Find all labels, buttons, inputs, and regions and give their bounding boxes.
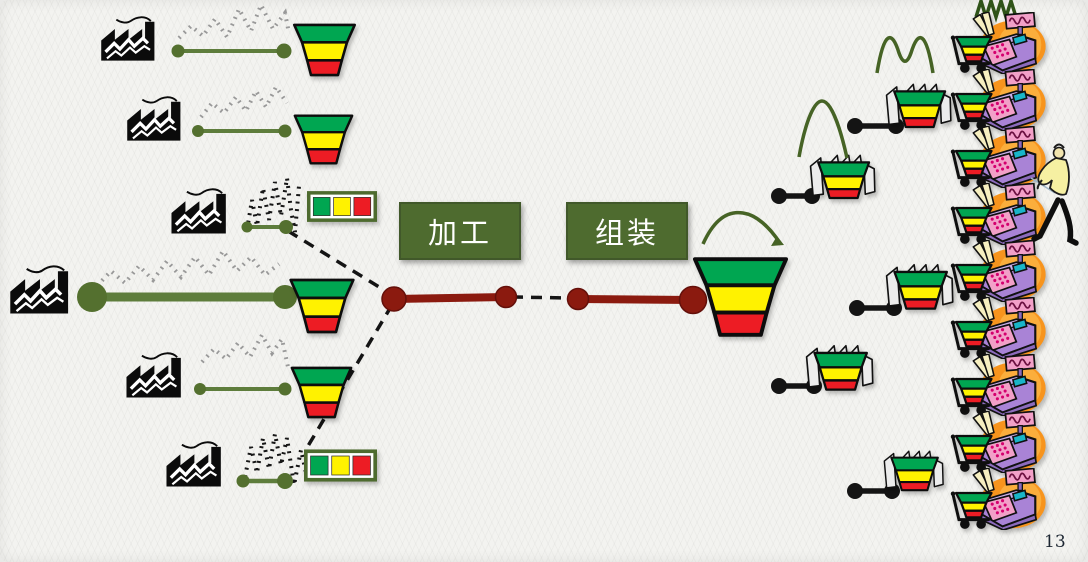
supplier-connectors	[77, 43, 297, 489]
bell-curve-arrowhead	[771, 236, 784, 246]
olive-connector-4-thick	[77, 282, 297, 312]
main-value-stream-line	[381, 285, 708, 315]
erratic-signal-zigzags	[243, 177, 309, 486]
olive-connector-3	[241, 220, 293, 234]
customer-unit	[951, 297, 1046, 359]
olive-connector-5	[194, 382, 292, 396]
warehouse-funnel-icon	[885, 83, 952, 129]
factory-icon	[169, 188, 228, 235]
customer-unit	[951, 354, 1046, 416]
warehouse-funnel-icon	[809, 154, 877, 200]
warehouse-funnel-icon	[805, 344, 875, 391]
customer-unit	[951, 12, 1046, 74]
customer-unit	[951, 411, 1046, 473]
dashed-link-main-line	[511, 295, 573, 300]
distribution-connectors	[771, 118, 904, 499]
junction-dot	[381, 286, 407, 312]
customer-unit	[951, 240, 1046, 302]
customer-unit	[951, 468, 1046, 530]
distribution-funnels	[805, 83, 954, 492]
black-zigzag-supplier-6	[243, 433, 309, 486]
gray-zigzag-supplier-4	[95, 247, 281, 288]
process-box-processing: 加工	[399, 202, 521, 260]
funnel-icon	[289, 278, 355, 334]
demand-signal-zigzags	[95, 0, 291, 368]
customer-column	[951, 12, 1046, 530]
process-box-processing-label: 加工	[427, 216, 492, 250]
person-icon	[1030, 143, 1079, 246]
page-number: 13	[1044, 532, 1066, 552]
customer-unit	[951, 183, 1046, 245]
demand-curves	[797, 0, 1018, 159]
black-connector-4	[771, 378, 822, 394]
funnel-icon	[290, 366, 353, 419]
funnel-icon	[293, 114, 354, 165]
olive-connector-6	[236, 473, 293, 489]
black-zigzag-supplier-3	[245, 177, 301, 233]
factory-icon	[164, 441, 223, 488]
process-box-assembly: 组装	[566, 202, 688, 260]
green-m-wave	[875, 35, 935, 74]
gray-zigzag-supplier-1	[177, 0, 291, 42]
assembly-output	[692, 210, 789, 337]
factory-icon	[8, 265, 70, 315]
supplier-inventories	[289, 23, 377, 482]
gray-zigzag-supplier-5	[200, 330, 290, 368]
dashed-links	[287, 229, 573, 447]
customer-unit	[951, 69, 1046, 131]
dashed-link-supplier-6	[306, 304, 394, 447]
funnel-icon	[292, 23, 357, 77]
narrow-bell-curve	[797, 99, 849, 159]
traffic-bar-icon	[304, 449, 377, 482]
olive-connector-2	[192, 124, 292, 138]
warehouse-funnel-icon	[885, 263, 954, 310]
process-box-assembly-label: 组装	[594, 216, 659, 250]
warehouse-funnel-icon	[883, 450, 945, 492]
supplier-factories	[8, 16, 228, 488]
traffic-bar-icon	[307, 191, 377, 222]
green-zigzag-wave	[974, 0, 1018, 23]
bell-curve	[701, 210, 782, 245]
dashed-link-supplier-3	[287, 229, 390, 295]
factory-icon	[125, 96, 183, 142]
gray-zigzag-supplier-2	[199, 83, 289, 119]
factory-icon	[99, 16, 157, 62]
big-funnel-icon	[692, 257, 789, 337]
olive-connector-1	[171, 43, 292, 59]
factory-icon	[124, 352, 183, 399]
